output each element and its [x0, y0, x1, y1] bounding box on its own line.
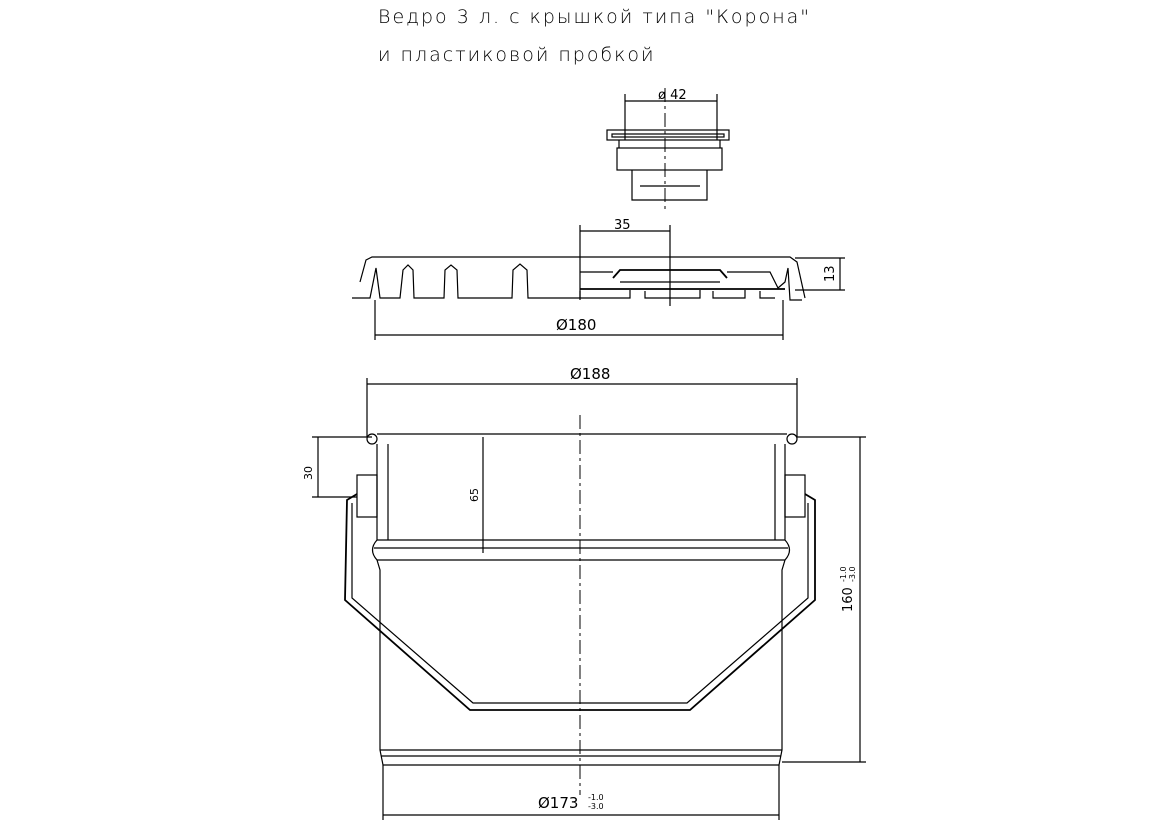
lug-height-label: 30: [302, 466, 315, 480]
cap-diameter-label: ø 42: [658, 88, 687, 103]
bucket-height-tol-lower: -3.0: [848, 566, 857, 582]
lid-offset-label: 35: [614, 218, 631, 233]
bucket-height-label: 160: [841, 587, 856, 612]
bucket-top-diameter-label: Ø188: [570, 365, 610, 383]
drawing-title-line-2: и пластиковой пробкой: [378, 44, 656, 66]
bead-depth-label: 65: [468, 488, 481, 502]
bucket-height-tol-upper: -1.0: [839, 566, 848, 582]
lid-diameter-label: Ø180: [556, 316, 596, 334]
lid: 35 13 Ø180: [352, 218, 845, 340]
lid-height-label: 13: [823, 265, 838, 282]
drawing-title-line-1: Ведро 3 л. с крышкой типа "Корона": [378, 6, 812, 28]
bottom-diameter-label: Ø173: [538, 794, 578, 812]
bottom-tol-upper: -1.0: [588, 793, 604, 802]
plastic-plug: ø 42: [606, 88, 730, 212]
bottom-tol-lower: -3.0: [588, 802, 604, 811]
bucket: Ø188 30 65 160 -1.0 -3.0: [302, 365, 866, 820]
